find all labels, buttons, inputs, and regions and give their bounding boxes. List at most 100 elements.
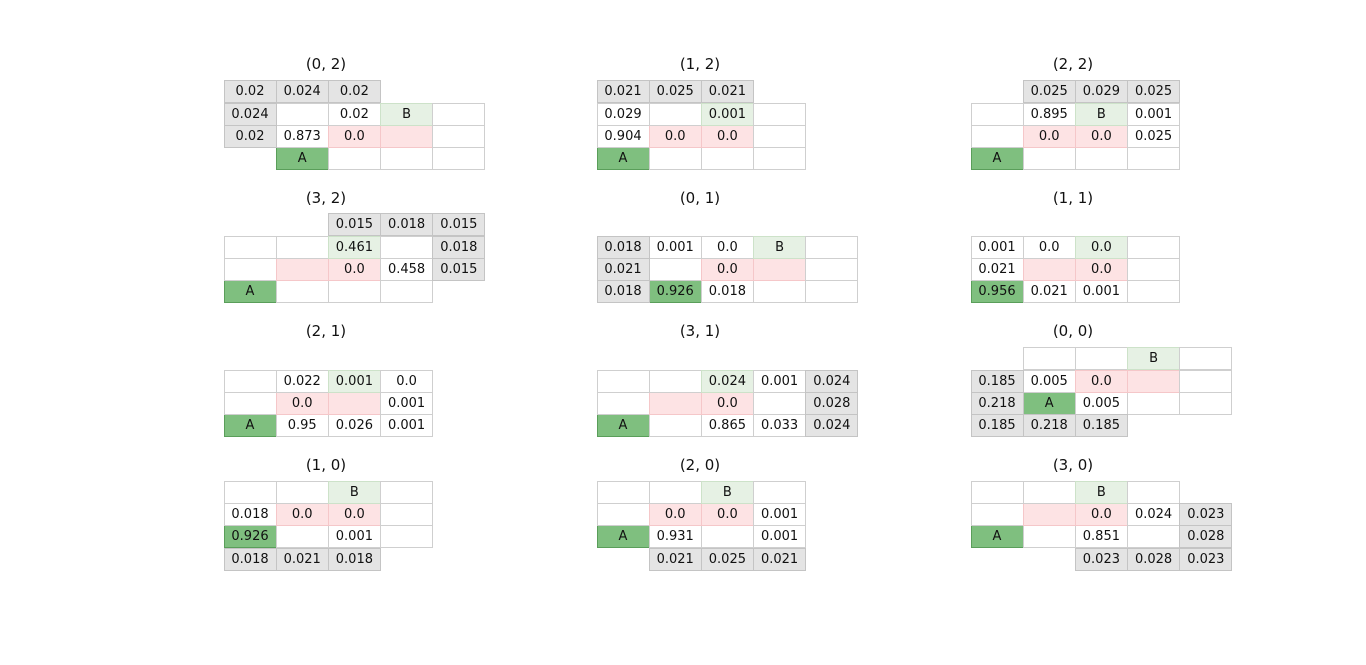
grid-cell: 0.001 <box>648 235 702 259</box>
grid-cell: 0.001 <box>970 235 1024 259</box>
hazard-cell: 0.0 <box>1074 503 1128 527</box>
probability-cell: 0.218 <box>1022 414 1076 438</box>
probability-cell: 0.02 <box>223 124 277 148</box>
hazard-cell <box>1022 503 1076 527</box>
grid-cell: 0.904 <box>596 124 650 148</box>
grid-cell: 0.873 <box>275 124 329 148</box>
grid-cell: 0.021 <box>1022 280 1076 304</box>
grid-cell <box>1179 391 1233 415</box>
probability-cell: 0.185 <box>1074 414 1128 438</box>
panel-title: (0, 1) <box>679 189 721 207</box>
hazard-cell: 0.0 <box>275 503 329 527</box>
grid-cell: 0.024 <box>1127 503 1181 527</box>
goal-cell: 0.0 <box>1074 235 1128 259</box>
probability-cell: 0.02 <box>223 80 277 104</box>
probability-cell: 0.025 <box>1022 80 1076 104</box>
probability-cell: 0.02 <box>327 80 381 104</box>
grid-cell <box>380 147 434 171</box>
grid-cell: 0.001 <box>1127 102 1181 126</box>
grid-cell <box>1127 280 1181 304</box>
probability-cell: 0.185 <box>970 369 1024 393</box>
grid-cell: 0.025 <box>1127 124 1181 148</box>
grid-cell <box>805 235 859 259</box>
hazard-cell: 0.0 <box>700 503 754 527</box>
hazard-cell: 0.0 <box>1074 369 1128 393</box>
probability-cell: 0.018 <box>223 547 277 571</box>
agent-cell: A <box>223 414 277 438</box>
grid-cell: 0.895 <box>1022 102 1076 126</box>
agent-cell: 0.926 <box>648 280 702 304</box>
grid-cell: 0.0 <box>700 235 754 259</box>
grid-cell: 0.033 <box>753 414 807 438</box>
grid-cell <box>1127 235 1181 259</box>
grid-cell <box>700 525 754 549</box>
hazard-cell: 0.0 <box>327 257 381 281</box>
grid-cell: 0.022 <box>275 369 329 393</box>
probability-cell: 0.025 <box>648 80 702 104</box>
probability-cell: 0.018 <box>327 547 381 571</box>
probability-cell: 0.028 <box>1179 525 1233 549</box>
grid-cell: 0.95 <box>275 414 329 438</box>
grid-cell: 0.029 <box>596 102 650 126</box>
goal-cell: B <box>327 480 381 504</box>
probability-cell: 0.015 <box>432 213 486 237</box>
grid-cell <box>753 391 807 415</box>
hazard-cell: 0.0 <box>648 124 702 148</box>
probability-cell: 0.021 <box>275 547 329 571</box>
agent-cell: 0.926 <box>223 525 277 549</box>
grid-cell <box>1074 347 1128 371</box>
grid-cell <box>275 480 329 504</box>
probability-cell: 0.023 <box>1074 547 1128 571</box>
grid-cell <box>223 257 277 281</box>
agent-cell: 0.956 <box>970 280 1024 304</box>
agent-cell: A <box>275 147 329 171</box>
hazard-cell <box>327 391 381 415</box>
grid-cell <box>648 102 702 126</box>
hazard-cell <box>1022 257 1076 281</box>
goal-cell: B <box>1127 347 1181 371</box>
grid-cell <box>223 235 277 259</box>
panel-title: (3, 0) <box>1052 456 1094 474</box>
grid-cell <box>648 369 702 393</box>
grid-cell <box>1022 147 1076 171</box>
grid-cell <box>380 480 434 504</box>
agent-cell: A <box>596 414 650 438</box>
agent-cell: A <box>970 525 1024 549</box>
hazard-cell: 0.0 <box>1022 124 1076 148</box>
grid-cell: 0.0 <box>380 369 434 393</box>
grid-cell <box>275 525 329 549</box>
goal-cell: 0.461 <box>327 235 381 259</box>
hazard-cell <box>648 391 702 415</box>
hazard-cell: 0.0 <box>1074 257 1128 281</box>
probability-cell: 0.015 <box>432 257 486 281</box>
agent-cell: A <box>223 280 277 304</box>
grid-cell <box>275 235 329 259</box>
hazard-cell: 0.0 <box>648 503 702 527</box>
agent-cell: A <box>970 147 1024 171</box>
grid-cell <box>596 391 650 415</box>
grid-cell: 0.001 <box>380 414 434 438</box>
probability-cell: 0.023 <box>1179 503 1233 527</box>
goal-cell: B <box>1074 480 1128 504</box>
grid-cell <box>380 503 434 527</box>
probability-cell: 0.025 <box>1127 80 1181 104</box>
goal-cell: 0.001 <box>700 102 754 126</box>
grid-cell <box>223 369 277 393</box>
hazard-cell: 0.0 <box>327 124 381 148</box>
agent-cell: A <box>596 525 650 549</box>
grid-cell <box>1022 347 1076 371</box>
grid-cell <box>596 503 650 527</box>
probability-cell: 0.021 <box>596 80 650 104</box>
grid-cell <box>648 147 702 171</box>
goal-cell: B <box>753 235 807 259</box>
grid-cell <box>380 235 434 259</box>
grid-cell <box>970 480 1024 504</box>
probability-cell: 0.029 <box>1074 80 1128 104</box>
panel-title: (0, 0) <box>1052 322 1094 340</box>
probability-cell: 0.018 <box>596 280 650 304</box>
grid-cell: 0.021 <box>970 257 1024 281</box>
panel-title: (3, 1) <box>679 322 721 340</box>
grid-cell: 0.001 <box>753 369 807 393</box>
grid-cell: 0.458 <box>380 257 434 281</box>
probability-cell: 0.028 <box>805 391 859 415</box>
